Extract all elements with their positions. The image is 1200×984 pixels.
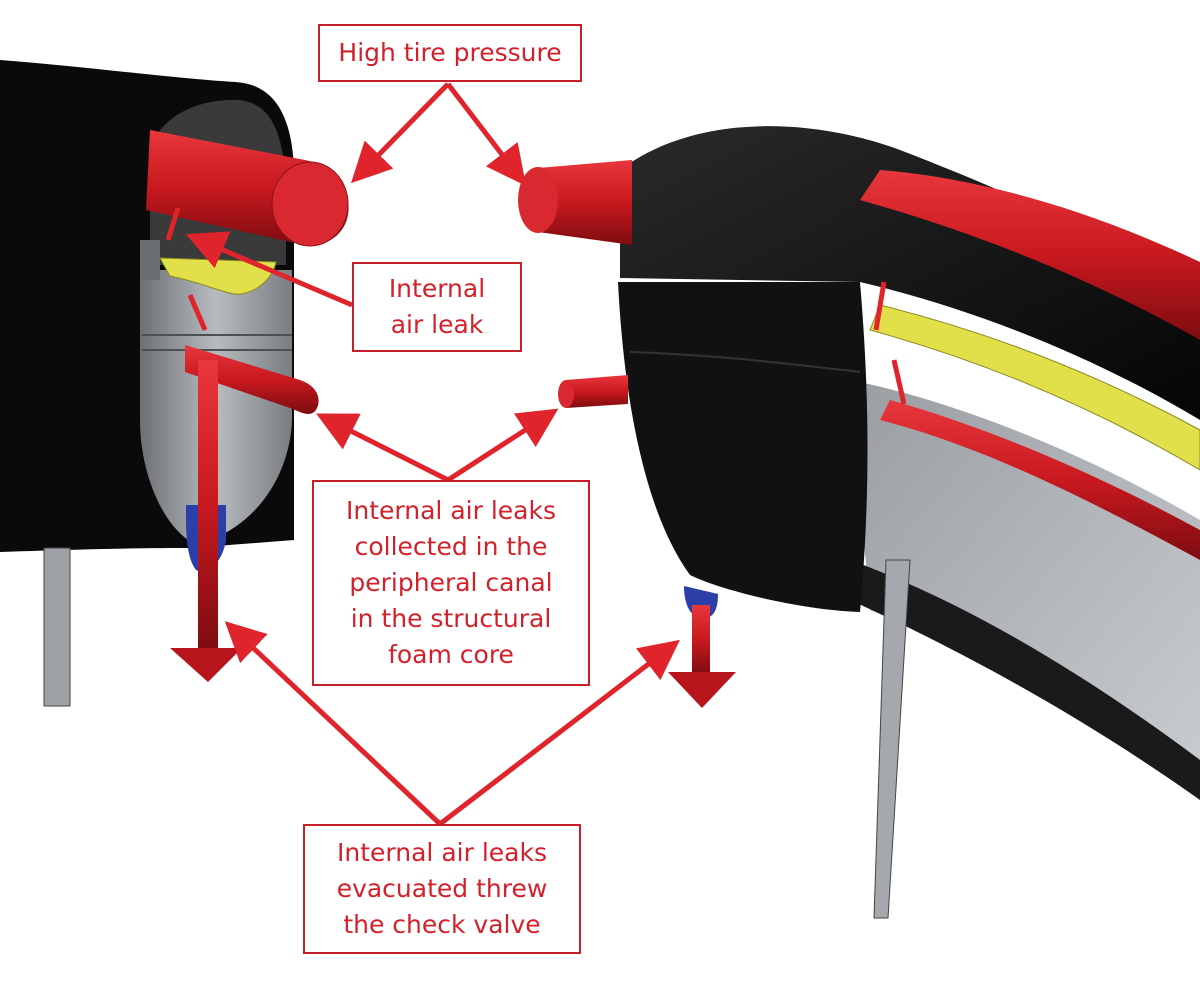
label-line: foam core [388, 640, 514, 669]
label-leaks-evacuated: Internal air leaks evacuated threw the c… [303, 824, 581, 954]
right-rim-band [850, 380, 1200, 790]
annotation-arrows [185, 82, 680, 826]
right-tire-sidewall [618, 282, 868, 612]
label-line: High tire pressure [338, 38, 562, 67]
arrow-leak [185, 231, 353, 308]
arrow-high-right [446, 82, 527, 186]
right-tire-upper [620, 126, 1200, 420]
right-leak-arrow-top [873, 281, 887, 331]
right-evac-head [668, 672, 736, 708]
left-leak-arrow-top [165, 207, 181, 241]
right-canal-tube [880, 400, 1200, 560]
right-spoke [873, 559, 911, 919]
label-line: evacuated threw [336, 874, 548, 903]
right-tube-stub-end [518, 167, 558, 233]
left-evac-head [170, 648, 242, 682]
right-tube [860, 170, 1200, 340]
right-evac-shaft [692, 605, 710, 675]
left-tube-end [271, 161, 349, 247]
left-tire-section [0, 60, 349, 707]
right-rim-dark-edge [850, 560, 1200, 800]
left-spoke [43, 547, 71, 707]
left-leak-arrow-mid [187, 294, 208, 331]
right-canal-stub-end [558, 380, 574, 408]
left-rim-hook [140, 240, 160, 280]
left-canal-tube [185, 345, 319, 414]
arrow-high-left [351, 82, 450, 184]
label-line: collected in the [354, 532, 548, 561]
label-high-tire-pressure: High tire pressure [318, 24, 582, 82]
label-line: in the structural [350, 604, 552, 633]
label-line: the check valve [343, 910, 541, 939]
right-sealant-layer [869, 304, 1200, 471]
label-leaks-collected: Internal air leaks collected in the peri… [312, 480, 590, 686]
right-tire-section [518, 126, 1200, 919]
arrow-evac-right [438, 639, 680, 826]
label-internal-air-leak: Internal air leak [352, 262, 522, 352]
arrow-collect-left [316, 413, 450, 483]
label-line: air leak [390, 310, 484, 339]
label-line: Internal [388, 274, 486, 303]
label-line: peripheral canal [349, 568, 553, 597]
label-line: Internal air leaks [337, 838, 547, 867]
arrow-evac-left [224, 621, 442, 826]
right-canal-stub [566, 375, 628, 408]
label-line: Internal air leaks [346, 496, 556, 525]
right-tube-stub [538, 160, 632, 245]
right-leak-arrow-mid [891, 359, 907, 405]
arrow-collect-right [446, 408, 559, 483]
right-rim-joint [629, 351, 861, 373]
left-evac-shaft [198, 360, 218, 650]
